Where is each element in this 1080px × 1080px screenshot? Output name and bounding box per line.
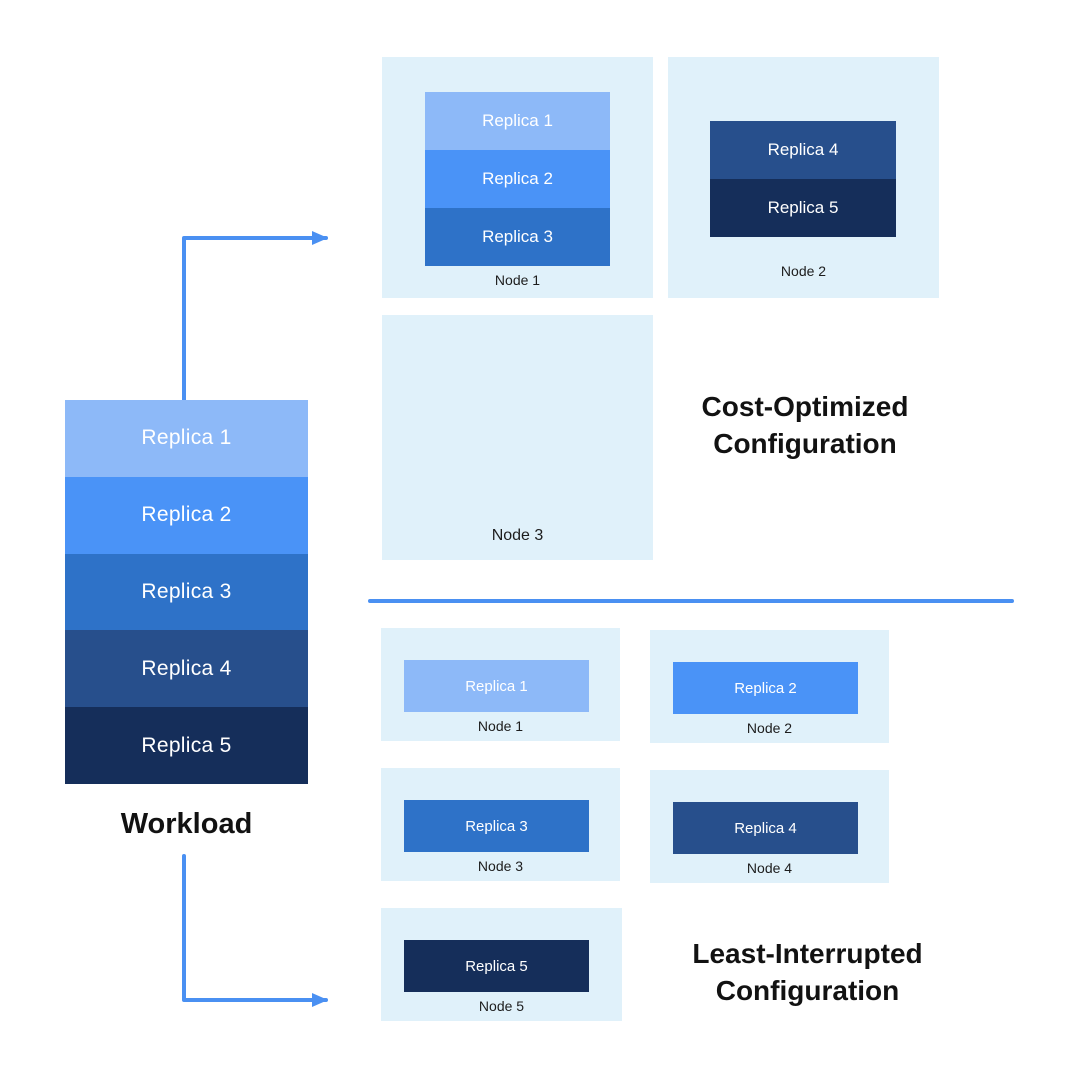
title-line-1: Least-Interrupted — [692, 938, 923, 969]
workload-replica-5: Replica 5 — [65, 707, 308, 784]
section-divider — [368, 599, 1014, 603]
node-label: Node 1 — [494, 272, 541, 288]
workload-replica-2: Replica 2 — [65, 476, 308, 554]
node-panel-cost-1: Replica 1 Replica 2 Replica 3 Node 1 — [382, 57, 653, 298]
replica-stack: Replica 4 Replica 5 — [710, 121, 896, 237]
node-label: Node 5 — [478, 998, 525, 1014]
replica-block: Replica 5 — [404, 940, 589, 992]
node-label: Node 4 — [746, 860, 793, 876]
node-label: Node 3 — [477, 858, 524, 874]
replica-block: Replica 3 — [425, 208, 610, 266]
node-label: Node 2 — [780, 263, 827, 279]
replica-stack: Replica 1 Replica 2 Replica 3 — [425, 92, 610, 266]
workload-stack: Replica 1 Replica 2 Replica 3 Replica 4 … — [65, 400, 308, 784]
title-line-2: Configuration — [715, 975, 900, 1006]
arrow-to-least-interrupted — [182, 854, 328, 1007]
node-label: Node 3 — [491, 527, 544, 544]
title-line-2: Configuration — [713, 428, 897, 459]
replica-block: Replica 5 — [710, 179, 896, 237]
workload-label: Workload — [120, 808, 253, 840]
workload-replica-4: Replica 4 — [65, 630, 308, 708]
node-panel-least-1: Replica 1 Node 1 — [381, 628, 620, 741]
node-label: Node 2 — [746, 720, 793, 736]
node-panel-least-4: Replica 4 Node 4 — [650, 770, 889, 883]
replica-block: Replica 1 — [404, 660, 589, 712]
arrow-to-cost-optimized — [182, 231, 328, 402]
replica-block: Replica 1 — [425, 92, 610, 150]
least-interrupted-title: Least-Interrupted Configuration — [640, 935, 975, 1009]
replica-block: Replica 3 — [404, 800, 589, 852]
node-panel-cost-3: Node 3 — [382, 315, 653, 560]
replica-block: Replica 2 — [425, 150, 610, 208]
node-panel-least-5: Replica 5 Node 5 — [381, 908, 622, 1021]
replica-block: Replica 4 — [673, 802, 858, 854]
workload-replica-3: Replica 3 — [65, 553, 308, 631]
node-panel-least-2: Replica 2 Node 2 — [650, 630, 889, 743]
replica-block: Replica 2 — [673, 662, 858, 714]
title-line-1: Cost-Optimized — [701, 391, 909, 422]
node-label: Node 1 — [477, 718, 524, 734]
workload-replica-1: Replica 1 — [65, 400, 308, 477]
node-panel-least-3: Replica 3 Node 3 — [381, 768, 620, 881]
cost-optimized-title: Cost-Optimized Configuration — [645, 388, 965, 462]
node-panel-cost-2: Replica 4 Replica 5 Node 2 — [668, 57, 939, 298]
replica-block: Replica 4 — [710, 121, 896, 179]
